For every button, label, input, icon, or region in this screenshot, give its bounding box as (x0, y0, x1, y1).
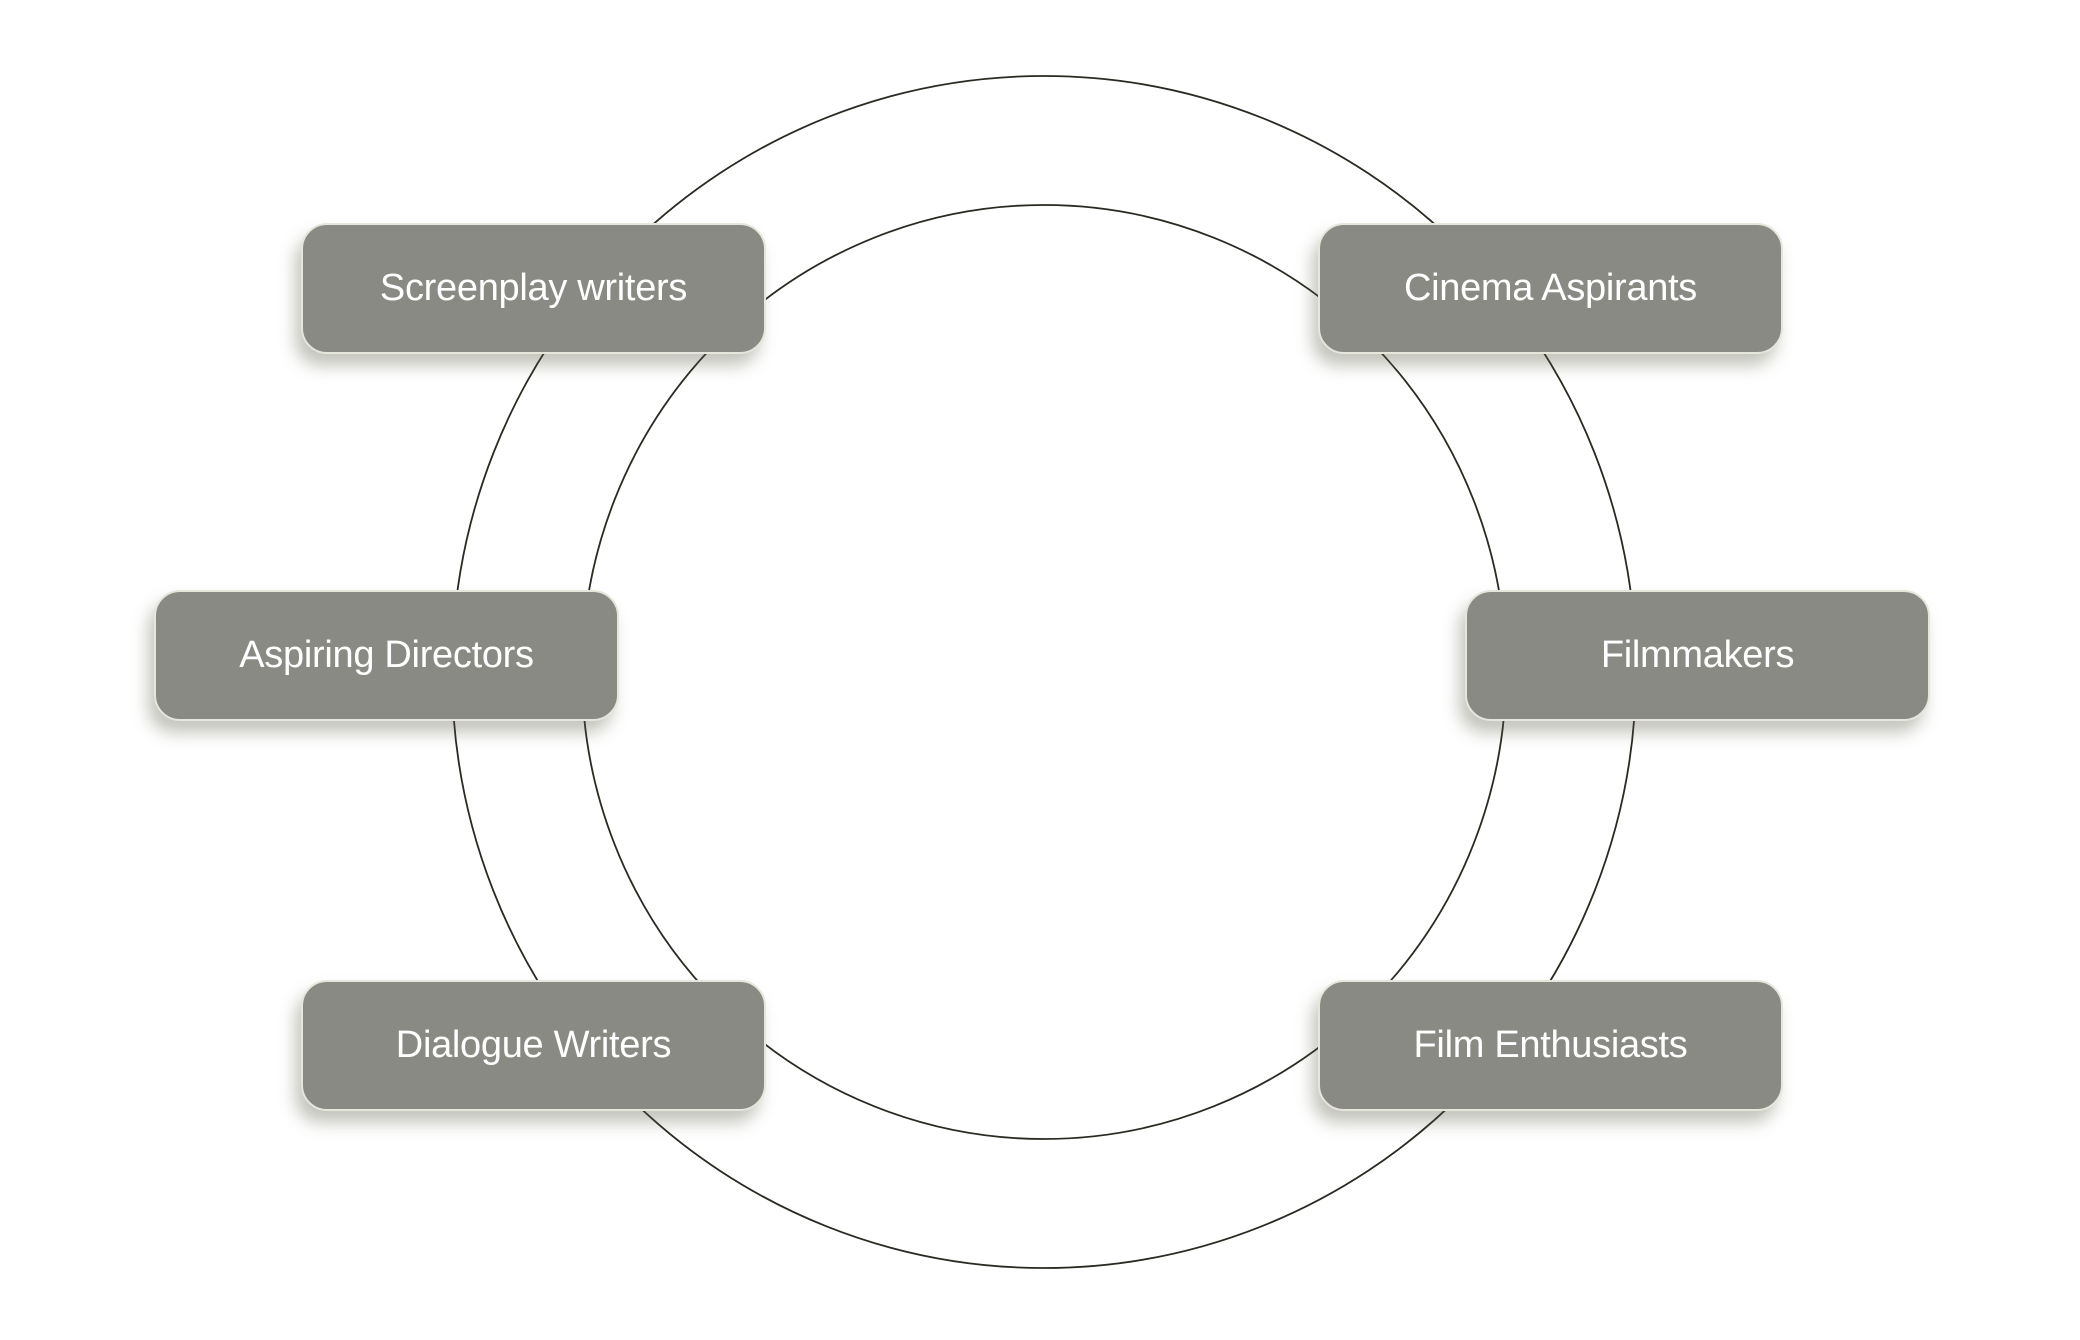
node-dialogue-writers: Dialogue Writers (301, 980, 766, 1111)
node-label: Film Enthusiasts (1413, 1024, 1688, 1066)
node-label: Screenplay writers (379, 267, 688, 309)
node-label: Aspiring Directors (239, 634, 534, 676)
node-label: Filmmakers (1600, 634, 1795, 676)
node-filmmakers: Filmmakers (1465, 590, 1930, 721)
node-cinema-aspirants: Cinema Aspirants (1318, 223, 1783, 354)
node-label: Dialogue Writers (395, 1024, 672, 1066)
node-label: Cinema Aspirants (1403, 267, 1697, 309)
node-aspiring-directors: Aspiring Directors (154, 590, 619, 721)
node-film-enthusiasts: Film Enthusiasts (1318, 980, 1783, 1111)
node-screenplay-writers: Screenplay writers (301, 223, 766, 354)
